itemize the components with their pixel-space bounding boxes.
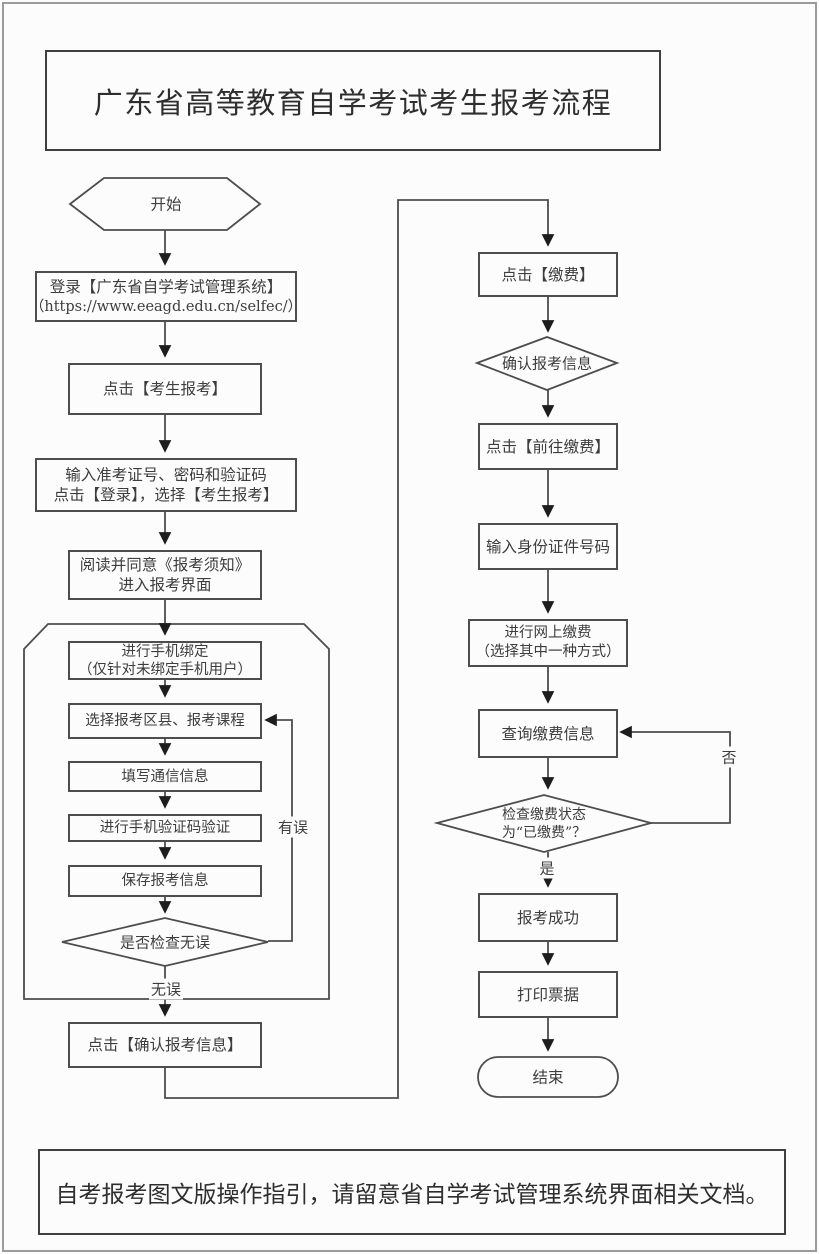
node-fill-contact-info-label: 填写通信信息 — [121, 768, 209, 785]
node-bind-phone-line2: （仅针对未绑定手机用户） — [78, 661, 252, 678]
confirm-info-diamond — [474, 336, 620, 391]
edge-label-correct: 无误 — [148, 978, 184, 1000]
node-verify-sms-code: 进行手机验证码验证 — [68, 814, 262, 842]
node-goto-pay-label: 点击【前往缴费】 — [485, 437, 610, 456]
end-label: 结束 — [532, 1068, 564, 1087]
edge-label-no: 否 — [719, 746, 739, 768]
pay-status-label: 检查缴费状态 为“已缴费”？ — [502, 806, 586, 842]
node-login-line2: （https://www.eeagd.edu.cn/selfec/） — [29, 298, 303, 315]
start-label: 开始 — [150, 195, 182, 214]
check-decision-diamond — [61, 917, 269, 967]
pay-status-line1: 检查缴费状态 — [501, 807, 586, 823]
node-goto-pay: 点击【前往缴费】 — [478, 423, 618, 470]
check-decision-label: 是否检查无误 — [119, 933, 211, 952]
node-online-pay-line1: 进行网上缴费 — [504, 625, 592, 641]
node-enter-credentials-line2: 点击【登录】，选择【考生报考】 — [53, 486, 279, 504]
node-login-line1: 登录【广东省自学考试管理系统】 — [49, 277, 283, 296]
node-print-receipt: 打印票据 — [478, 971, 618, 1018]
node-bind-phone-line1: 进行手机绑定 — [121, 643, 209, 660]
confirm-info-decision-label: 确认报考信息 — [501, 354, 593, 373]
node-bind-phone: 进行手机绑定 （仅针对未绑定手机用户） — [68, 641, 262, 680]
pay-status-line2: 为“已缴费”？ — [501, 825, 587, 841]
footer-note: 自考报考图文版操作指引，请留意省自学考试管理系统界面相关文档。 — [55, 1182, 769, 1208]
edge-label-yes: 是 — [537, 857, 557, 879]
node-confirm-register-info-label: 点击【确认报考信息】 — [87, 1036, 243, 1054]
footer-note-box: 自考报考图文版操作指引，请留意省自学考试管理系统界面相关文档。 — [38, 1149, 786, 1235]
node-enter-id-number-label: 输入身份证件号码 — [485, 537, 610, 556]
node-read-notice-line1: 阅读并同意《报考须知》 — [79, 556, 251, 574]
node-enter-credentials: 输入准考证号、密码和验证码 点击【登录】，选择【考生报考】 — [35, 458, 297, 512]
node-online-pay: 进行网上缴费 （选择其中一种方式） — [468, 619, 628, 667]
node-login-system: 登录【广东省自学考试管理系统】 （https://www.eeagd.edu.c… — [30, 271, 302, 322]
edge-label-incorrect: 有误 — [275, 816, 311, 838]
node-click-pay-label: 点击【缴费】 — [501, 265, 595, 284]
node-register-success-label: 报考成功 — [516, 908, 579, 927]
node-click-pay: 点击【缴费】 — [478, 252, 618, 297]
phone-binding-group-outline — [23, 623, 330, 1000]
page-title-box: 广东省高等教育自学考试考生报考流程 — [45, 50, 661, 151]
page-title: 广东省高等教育自学考试考生报考流程 — [93, 85, 613, 120]
node-enter-credentials-line1: 输入准考证号、密码和验证码 — [65, 466, 267, 484]
node-save-register-info-label: 保存报考信息 — [121, 873, 209, 889]
node-save-register-info: 保存报考信息 — [68, 865, 262, 897]
node-fill-contact-info: 填写通信信息 — [68, 761, 262, 792]
end-capsule — [477, 1056, 619, 1098]
node-enter-id-number: 输入身份证件号码 — [478, 523, 618, 570]
start-hexagon — [68, 177, 262, 231]
node-read-notice: 阅读并同意《报考须知》 进入报考界面 — [68, 550, 262, 600]
node-query-pay-info: 查询缴费信息 — [478, 709, 618, 758]
node-click-candidate-register-label: 点击【考生报考】 — [102, 380, 227, 398]
node-online-pay-line2: （选择其中一种方式） — [475, 644, 621, 660]
conn-confirm-clickpay — [164, 199, 555, 1099]
node-confirm-register-info: 点击【确认报考信息】 — [68, 1022, 262, 1068]
node-select-district-courses-label: 选择报考区县、报考课程 — [85, 713, 245, 729]
node-select-district-courses: 选择报考区县、报考课程 — [68, 703, 262, 739]
node-click-candidate-register: 点击【考生报考】 — [68, 363, 262, 415]
node-read-notice-line2: 进入报考界面 — [118, 576, 212, 594]
node-print-receipt-label: 打印票据 — [516, 985, 579, 1004]
node-verify-sms-code-label: 进行手机验证码验证 — [99, 820, 231, 836]
node-register-success: 报考成功 — [478, 893, 618, 942]
node-query-pay-info-label: 查询缴费信息 — [501, 724, 595, 743]
loop-no-back-to-query — [619, 725, 731, 824]
